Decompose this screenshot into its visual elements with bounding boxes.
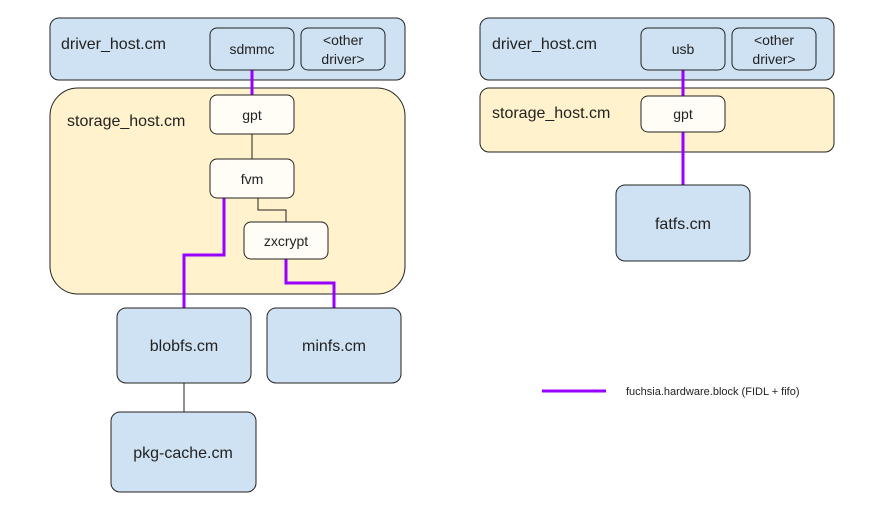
- sdmmc-label: sdmmc: [229, 41, 274, 57]
- right-storage-host-label: storage_host.cm: [492, 105, 610, 122]
- pkg-cache-label: pkg-cache.cm: [133, 445, 233, 462]
- usb-box: [640, 27, 726, 71]
- minfs-box: [266, 307, 402, 384]
- zxcrypt-label: zxcrypt: [264, 233, 308, 249]
- right-other-driver-box: [731, 27, 817, 71]
- minfs-label: minfs.cm: [302, 338, 366, 355]
- left-driver-host-label: driver_host.cm: [61, 36, 166, 53]
- left-other-driver-label-line2: driver>: [321, 51, 364, 67]
- usb-label: usb: [672, 41, 695, 57]
- right-other-driver-label-line2: driver>: [752, 51, 795, 67]
- left-other-driver-box: [300, 27, 386, 71]
- fvm-label: fvm: [241, 171, 264, 187]
- right-gpt-label: gpt: [673, 106, 693, 122]
- left-gpt-box: [209, 94, 295, 135]
- right-other-driver-label-line1: <other: [754, 32, 794, 48]
- left-storage-host-label: storage_host.cm: [67, 113, 185, 130]
- fvm-box: [209, 158, 295, 199]
- fvm-zxcrypt-connector: [257, 198, 287, 222]
- sdmmc-box: [209, 27, 295, 71]
- right-gpt-box: [640, 95, 726, 133]
- blobfs-box: [116, 307, 252, 384]
- left-gpt-label: gpt: [242, 107, 262, 123]
- right-driver-host-label: driver_host.cm: [492, 36, 597, 53]
- fatfs-box: [615, 184, 751, 262]
- zxcrypt-minfs-block-link: [284, 259, 336, 308]
- zxcrypt-box: [243, 221, 329, 260]
- fvm-blobfs-block-link: [182, 198, 226, 308]
- legend-block-link-label: fuchsia.hardware.block (FIDL + fifo): [626, 386, 800, 398]
- left-other-driver-label-line1: <other: [323, 32, 363, 48]
- blobfs-label: blobfs.cm: [150, 338, 218, 355]
- pkg-cache-box: [110, 411, 257, 493]
- fatfs-label: fatfs.cm: [655, 216, 711, 233]
